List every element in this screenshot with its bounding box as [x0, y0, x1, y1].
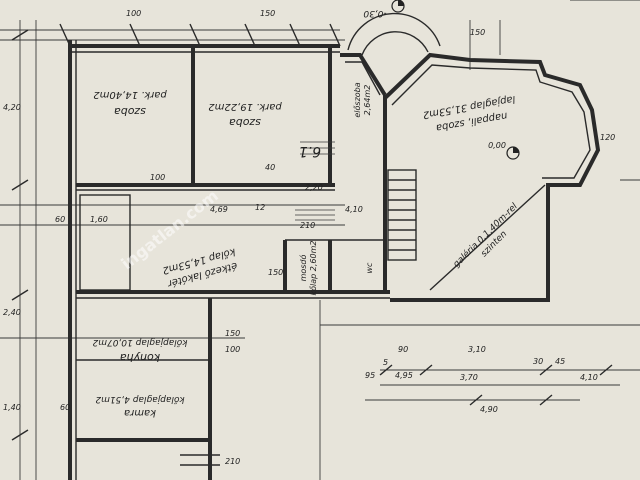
entrance-arc-inner: [361, 31, 429, 56]
svg-text:4,10: 4,10: [580, 373, 598, 382]
svg-text:210: 210: [300, 221, 315, 230]
room-name-konyha: konyha: [120, 351, 161, 364]
level-center-text: 0,00: [488, 141, 506, 150]
room-name-kamra: kamra: [124, 407, 156, 418]
svg-text:45: 45: [555, 357, 565, 366]
svg-text:5: 5: [383, 358, 388, 367]
svg-text:100: 100: [225, 345, 240, 354]
svg-text:30: 30: [533, 357, 543, 366]
room-area-szoba-2: park. 19,22m2: [208, 101, 282, 112]
room-number-label: 6.1: [299, 143, 321, 159]
room-name-mosdo: mosdó: [298, 254, 308, 281]
svg-text:95: 95: [365, 371, 375, 380]
room-area-mosdo: kőlap 2,60m2: [309, 241, 318, 296]
gallery-diagonal: [429, 184, 546, 291]
level-top-text: -0,30: [363, 8, 387, 18]
svg-text:150: 150: [260, 9, 275, 18]
dimension-labels: 150 100 60 1,60 4,69 12 2,40 4,20 1,40 4…: [3, 9, 615, 466]
svg-text:4,69: 4,69: [210, 205, 228, 214]
svg-text:60: 60: [60, 403, 70, 412]
room-name-eloszoba: előszoba: [353, 82, 362, 117]
svg-text:4,20: 4,20: [3, 103, 21, 112]
svg-text:40: 40: [265, 163, 275, 172]
svg-text:150: 150: [470, 28, 485, 37]
room-name-wc: wc: [365, 262, 374, 274]
level-marker-top: [391, 0, 405, 13]
svg-text:100: 100: [150, 173, 165, 182]
svg-text:4,10: 4,10: [345, 205, 363, 214]
svg-text:90: 90: [398, 345, 408, 354]
svg-text:1,40: 1,40: [3, 403, 21, 412]
svg-text:100: 100: [126, 9, 141, 18]
walls: [68, 40, 601, 480]
svg-text:150: 150: [268, 268, 283, 277]
room-name-szoba-2: szoba: [229, 116, 261, 129]
entrance-arc: [347, 12, 441, 51]
svg-text:210: 210: [225, 457, 240, 466]
svg-text:12: 12: [255, 203, 265, 212]
svg-text:4,90: 4,90: [480, 405, 498, 414]
room-name-szoba-1: szoba: [114, 105, 146, 118]
svg-text:4,95: 4,95: [395, 371, 413, 380]
room-area-szoba-1: park. 14,40m2: [93, 89, 167, 100]
svg-text:1,60: 1,60: [90, 215, 108, 224]
svg-text:60: 60: [55, 215, 65, 224]
room-area-eloszoba: 2,64m2: [363, 85, 372, 116]
svg-text:150: 150: [225, 329, 240, 338]
room-area-kamra: kőlapjaglap 4,51m2: [95, 394, 185, 404]
room-area-konyha: kőlapjaglap 10,07m2: [92, 337, 187, 347]
staircase: [387, 169, 417, 261]
svg-text:3,70: 3,70: [460, 373, 478, 382]
level-marker-center: [506, 146, 520, 160]
svg-text:120: 120: [600, 133, 615, 142]
hatching: [295, 141, 335, 221]
svg-text:2,40: 2,40: [3, 308, 21, 317]
svg-text:3,10: 3,10: [468, 345, 486, 354]
svg-text:2,20: 2,20: [305, 183, 323, 192]
